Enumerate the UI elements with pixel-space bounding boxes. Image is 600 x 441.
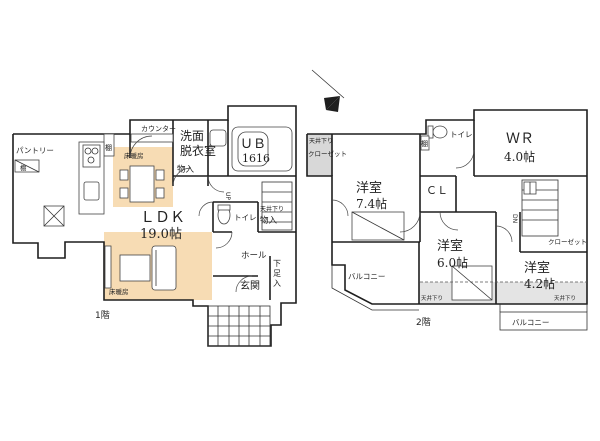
sink: [83, 181, 100, 201]
stairs-1f: [261, 181, 293, 231]
entrance-label: 玄関: [240, 279, 260, 292]
closet-top-gray: [307, 134, 332, 176]
floor-2: 天井下り クローゼット 洋室 7.4帖 ＣＬ トイレ 棚 ＷＲ 4.0帖 洋室 …: [306, 109, 588, 331]
ceiling-low-left-label: 天井下り: [421, 294, 443, 302]
ceiling-low-label: 天井下り: [260, 205, 284, 213]
storage2-label: 物入: [260, 215, 278, 226]
washroom-label-1: 洗面: [180, 129, 204, 143]
room1-size: 7.4帖: [356, 196, 387, 211]
counter-top: [130, 133, 174, 143]
ub-name: ＵＢ: [240, 137, 266, 152]
floor-heating-top-label: 床暖房: [124, 151, 144, 160]
closet-top-label-a: 天井下り: [309, 137, 333, 145]
room2-name: 洋室: [437, 238, 463, 254]
pantry-label: パントリー: [16, 146, 54, 155]
toilet2-label: トイレ: [450, 130, 473, 139]
stairs-up-label: UP: [224, 192, 231, 200]
closet-right-label: クローゼット: [548, 237, 587, 246]
toilet2-fixture: [432, 125, 448, 139]
floor-heating-bottom-label: 床暖房: [109, 287, 129, 296]
shoe-storage-3: 入: [273, 279, 281, 288]
counter-label: カウンター: [141, 124, 176, 133]
wr-name: ＷＲ: [506, 131, 534, 147]
sofa: [151, 245, 177, 291]
stairs-dn-label: DN: [511, 214, 518, 223]
floor2-label: 2階: [416, 317, 431, 328]
rug: [119, 254, 151, 282]
ldk-size: 19.0帖: [140, 227, 182, 242]
dining-table: [129, 165, 155, 203]
washroom-label-2: 脱衣室: [180, 143, 216, 158]
washbasin: [209, 129, 227, 147]
hall-label: ホール: [241, 251, 267, 261]
ub-size: 1616: [242, 152, 270, 165]
storage1-label: 物入: [177, 164, 195, 175]
cl-label: ＣＬ: [426, 184, 448, 197]
pantry-shelf-label: 棚: [20, 163, 27, 172]
wr-size: 4.0帖: [504, 149, 535, 164]
room1-name: 洋室: [356, 180, 382, 196]
floor-1: パントリー 棚 カウンター 棚 床暖房 床暖房 ＬＤＫ 19.0帖 洗面 脱衣室…: [12, 105, 297, 347]
balcony-left-label: バルコニー: [348, 272, 385, 281]
balcony-left: [331, 265, 419, 311]
shoe-storage-2: 足: [273, 269, 281, 278]
porch-tiles: [208, 306, 270, 346]
ceiling-low-right-label: 天井下り: [554, 294, 576, 302]
shelf-2f-label: 棚: [421, 139, 428, 148]
room3-size: 4.2帖: [524, 276, 555, 291]
room2-size: 6.0帖: [437, 255, 468, 270]
kitchen-shelf-label: 棚: [105, 143, 112, 152]
floor1-label: 1階: [95, 310, 110, 321]
ldk-name: ＬＤＫ: [140, 208, 185, 226]
stairs-2f: [521, 179, 559, 237]
toilet1-label: トイレ: [234, 213, 257, 222]
stove: [82, 144, 101, 168]
north-arrow-icon: [311, 69, 345, 112]
balcony-bottom-label: バルコニー: [512, 318, 549, 327]
room3-name: 洋室: [524, 260, 550, 276]
tv-board: [104, 245, 112, 289]
balcony-bottom: [499, 311, 588, 331]
shoe-storage-1: 下: [273, 259, 281, 268]
shelf-2f: [420, 135, 430, 151]
closet-top-label-b: クローゼット: [308, 149, 347, 158]
